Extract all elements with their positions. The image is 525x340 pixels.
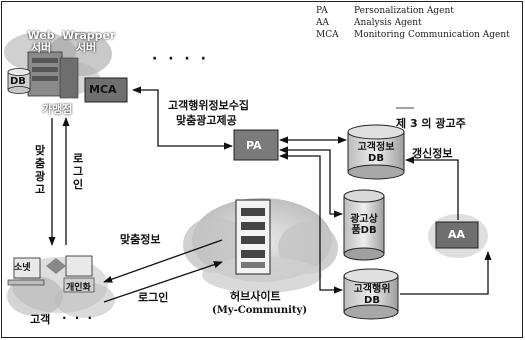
aa-label: AA xyxy=(448,229,465,240)
customer-pc2-label: 개인화 xyxy=(66,284,91,293)
pa-label: PA xyxy=(246,140,262,151)
third-party-title: 제 3 의 광고주 xyxy=(396,118,466,129)
merchant-label: 가맹점 xyxy=(42,104,72,115)
hub-site-subtitle: (My-Community) xyxy=(212,306,307,316)
merchant-server-icon xyxy=(28,52,78,98)
custom-info-label: 맞춤정보 xyxy=(120,234,160,245)
provide-ad-label: 맞춤광고제공 xyxy=(176,115,237,126)
db-customer-behavior-label: 고객행위DB xyxy=(350,284,394,306)
wrapper-server-label: Wrapper 서버 xyxy=(62,30,110,54)
db-customer-info-label: 고객정보DB xyxy=(352,142,400,164)
mca-label: MCA xyxy=(89,84,117,95)
login-label: 로그인 xyxy=(138,292,168,303)
login-vertical-label: 로그인 xyxy=(72,152,84,191)
db-ad-product-label: 광고상품DB xyxy=(348,214,380,236)
customer-label: 고객 xyxy=(30,314,50,325)
customer-pc1-label: 소넷 xyxy=(14,264,31,273)
web-server-label: Web 서버 xyxy=(22,30,60,54)
merchant-more-dots: · · · · xyxy=(152,52,209,66)
hub-site-title: 허브사이트 xyxy=(230,291,281,302)
custom-ad-vertical-label: 맞춤광고 xyxy=(34,144,46,196)
update-info-label: 갱신정보 xyxy=(412,148,452,159)
customer-more-dots: · · · xyxy=(62,312,94,324)
merchant-db-label: DB xyxy=(10,77,26,87)
collect-behavior-label: 고객행위정보수집 xyxy=(168,100,249,111)
hub-server-icon xyxy=(236,200,270,274)
